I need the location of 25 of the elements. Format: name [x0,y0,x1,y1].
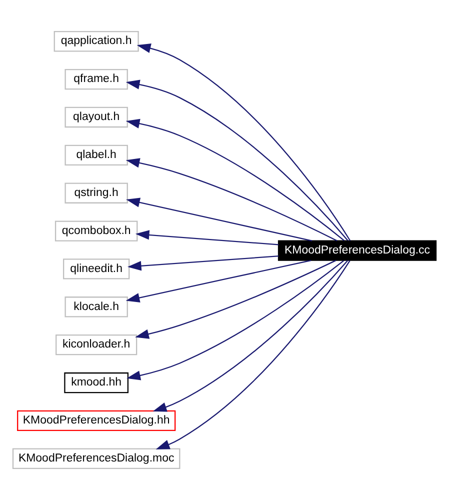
node-box: qlayout.h [64,106,128,128]
node-box: qstring.h [64,182,128,204]
node-box: kiconloader.h [56,334,138,356]
arrow [152,260,348,412]
node-box: klocale.h [64,296,128,318]
node-box: kmood.hh [64,372,129,394]
arrow [126,260,344,380]
arrow [126,158,338,242]
node-box: qlineedit.h [63,258,130,280]
arrow [136,44,351,242]
arrow [135,230,279,246]
node-box: KMoodPreferencesDialog.moc [12,448,180,469]
node-box: qframe.h [64,68,128,90]
arrow [135,260,336,339]
node-box: qlabel.h [64,144,128,166]
arrow [126,118,345,241]
node-box: KMoodPreferencesDialog.hh [17,410,176,432]
arrow [126,80,348,241]
arrow [156,260,350,450]
node-box: qcombobox.h [54,220,138,242]
arrow [126,198,312,242]
arrow [128,256,279,271]
node-box: KMoodPreferencesDialog.cc [278,240,437,261]
node-box: qapplication.h [54,31,139,52]
arrow [126,260,312,303]
